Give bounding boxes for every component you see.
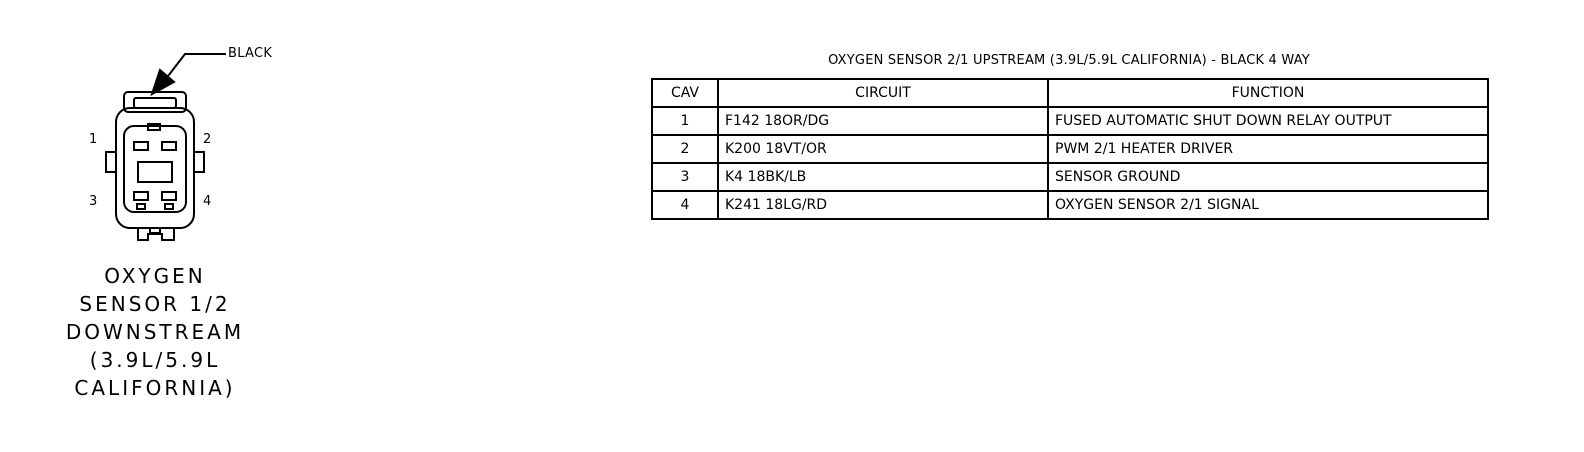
cell-circuit: K4 18BK/LB <box>717 162 1049 192</box>
cavity-4-lock <box>164 203 174 210</box>
leader-arrowhead <box>150 68 176 97</box>
table-row: 2 K200 18VT/OR PWM 2/1 HEATER DRIVER <box>651 134 1489 164</box>
connector-face <box>123 125 187 213</box>
cell-function: SENSOR GROUND <box>1047 162 1489 192</box>
cavity-1 <box>133 141 149 151</box>
table-row: 4 K241 18LG/RD OXYGEN SENSOR 2/1 SIGNAL <box>651 190 1489 220</box>
cell-function: PWM 2/1 HEATER DRIVER <box>1047 134 1489 164</box>
cell-circuit: F142 18OR/DG <box>717 106 1049 136</box>
cell-circuit: K241 18LG/RD <box>717 190 1049 220</box>
cavity-3-lock <box>136 203 146 210</box>
pinout-table: CAV CIRCUIT FUNCTION 1 F142 18OR/DG FUSE… <box>651 78 1489 220</box>
caption-line: CALIFORNIA) <box>74 376 236 400</box>
pin-label-2: 2 <box>203 132 212 147</box>
connector-latch <box>123 91 187 113</box>
table-row: 3 K4 18BK/LB SENSOR GROUND <box>651 162 1489 192</box>
table-title: OXYGEN SENSOR 2/1 UPSTREAM (3.9L/5.9L CA… <box>828 53 1310 68</box>
cell-cav: 2 <box>651 134 719 164</box>
connector-caption: OXYGEN SENSOR 1/2 DOWNSTREAM (3.9L/5.9L … <box>40 262 270 402</box>
connector-drawing <box>105 53 226 241</box>
header-function: FUNCTION <box>1047 78 1489 108</box>
cell-circuit: K200 18VT/OR <box>717 134 1049 164</box>
cavity-3 <box>133 191 149 201</box>
connector-key-top <box>147 123 161 131</box>
header-cav: CAV <box>651 78 719 108</box>
header-circuit: CIRCUIT <box>717 78 1049 108</box>
cell-cav: 1 <box>651 106 719 136</box>
caption-line: (3.9L/5.9L <box>89 348 221 372</box>
caption-line: DOWNSTREAM <box>65 320 245 344</box>
cell-cav: 4 <box>651 190 719 220</box>
cell-function: FUSED AUTOMATIC SHUT DOWN RELAY OUTPUT <box>1047 106 1489 136</box>
connector-color-label: BLACK <box>228 46 273 61</box>
caption-line: SENSOR 1/2 <box>79 292 231 316</box>
cavity-2 <box>161 141 177 151</box>
pin-label-4: 4 <box>203 194 212 209</box>
cell-cav: 3 <box>651 162 719 192</box>
cell-function: OXYGEN SENSOR 2/1 SIGNAL <box>1047 190 1489 220</box>
table-row: 1 F142 18OR/DG FUSED AUTOMATIC SHUT DOWN… <box>651 106 1489 136</box>
connector-key-bottom-notch <box>149 227 161 234</box>
pin-label-1: 1 <box>89 132 98 147</box>
caption-line: OXYGEN <box>104 264 206 288</box>
cavity-4 <box>161 191 177 201</box>
connector-latch-inner <box>133 97 177 109</box>
center-cavity <box>137 161 173 183</box>
connector-tab-left <box>105 151 117 173</box>
pin-label-3: 3 <box>89 194 98 209</box>
table-header-row: CAV CIRCUIT FUNCTION <box>651 78 1489 108</box>
color-leader-line <box>164 53 226 81</box>
connector-tab-right <box>193 151 205 173</box>
